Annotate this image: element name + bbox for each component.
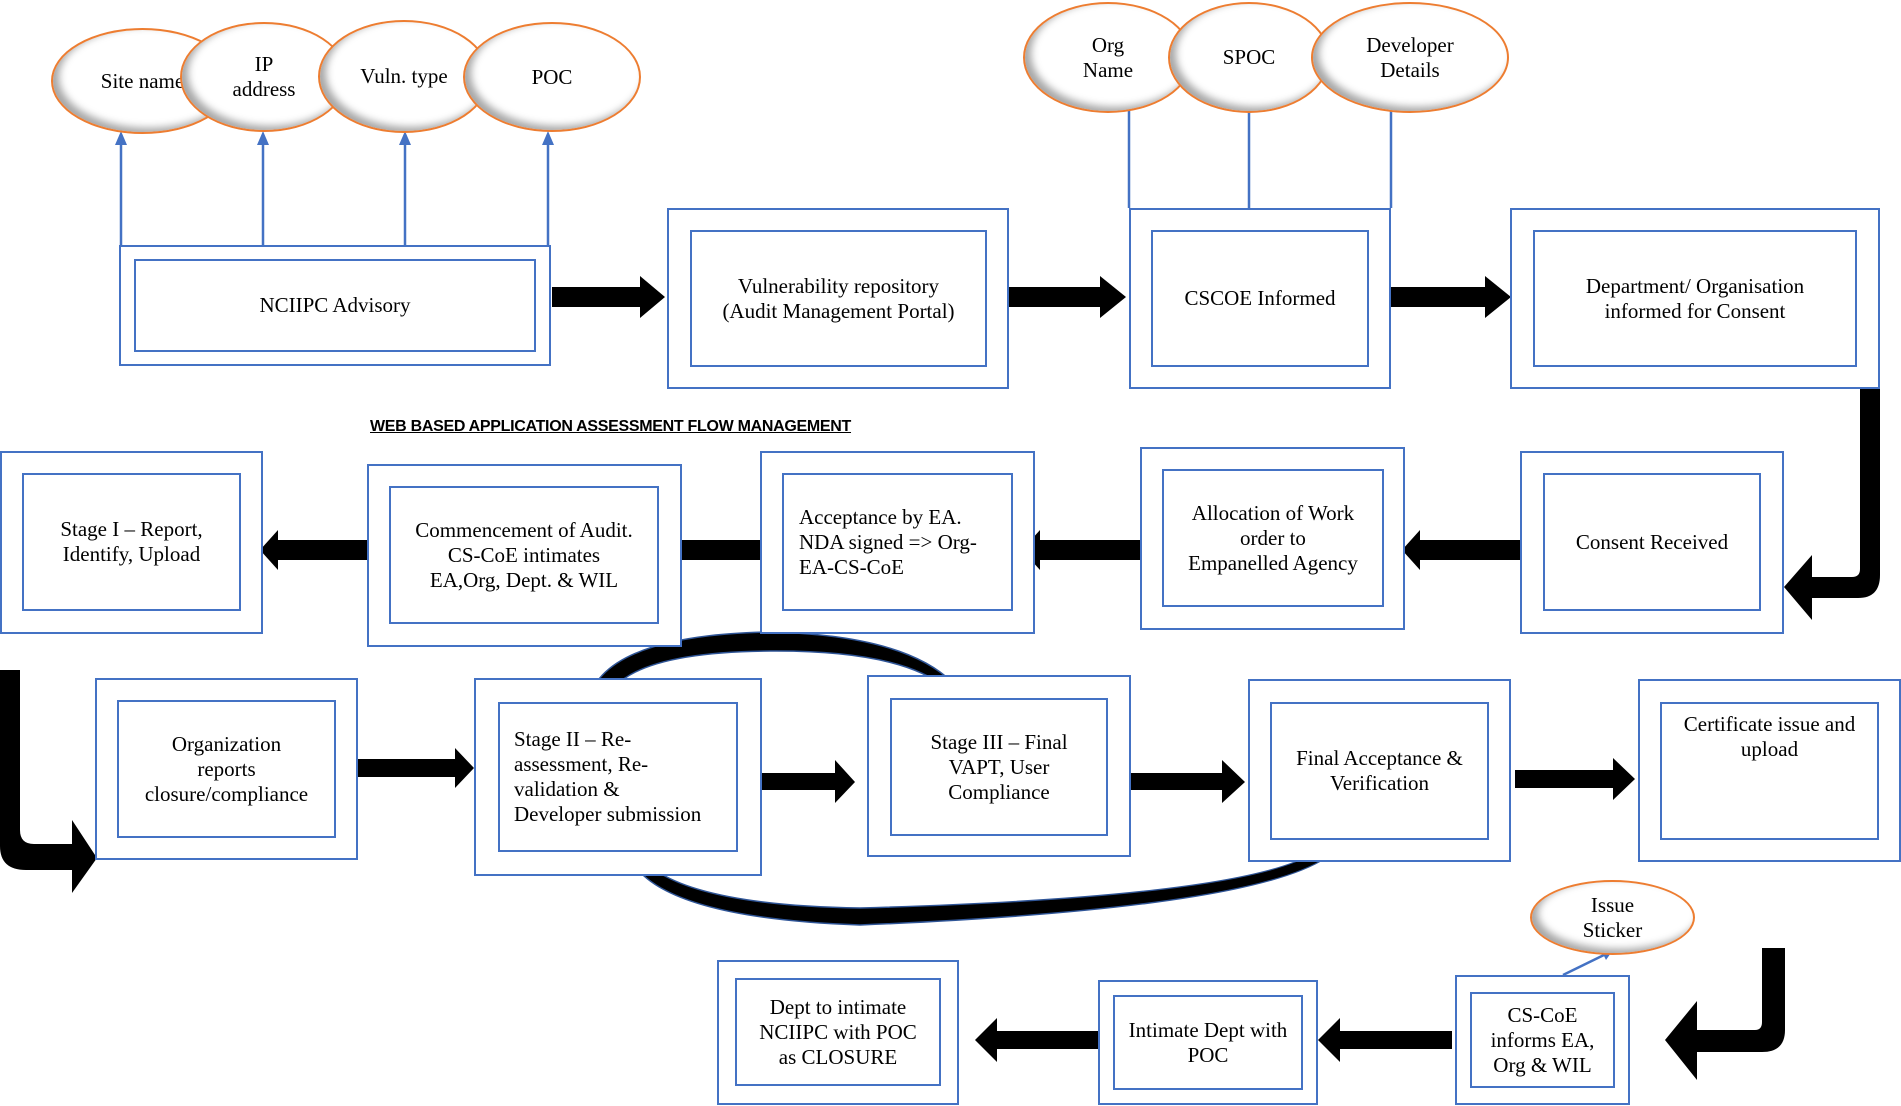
step-certificate-label: Certificate issue and upload <box>1683 712 1856 761</box>
arrow-stage2-to-stage3 <box>737 760 855 803</box>
oval-developer-details: Developer Details <box>1311 2 1509 113</box>
step-org-reports-inner: Organization reports closure/compliance <box>117 700 336 838</box>
oval-poc: POC <box>463 22 641 132</box>
step-acceptance-label: Acceptance by EA. NDA signed => Org- EA-… <box>799 504 977 579</box>
oval-org-name: Org Name <box>1023 2 1193 113</box>
arrowhead-site-name <box>115 131 127 145</box>
step-commencement-inner: Commencement of Audit. CS-CoE intimates … <box>389 486 659 624</box>
oval-developer-details-label: Developer Details <box>1366 32 1454 82</box>
arrow-final-to-certificate <box>1515 758 1635 800</box>
step-allocation-label: Allocation of Work order to Empanelled A… <box>1188 500 1358 575</box>
step-consent-received-inner: Consent Received <box>1543 473 1761 611</box>
oval-ip-address-label: IP address <box>232 52 296 101</box>
arrow-certificate-to-cscoe-informs <box>1665 948 1785 1080</box>
arrowhead-ip-address <box>257 131 269 145</box>
connector-issue-sticker <box>1562 951 1609 977</box>
step-stage2-inner: Stage II – Re- assessment, Re- validatio… <box>498 702 738 852</box>
advisory-connectors <box>119 135 550 245</box>
step-intimate-dept-label: Intimate Dept with POC <box>1128 1017 1288 1067</box>
oval-spoc: SPOC <box>1168 2 1330 113</box>
step-nciipc-advisory-inner: NCIIPC Advisory <box>134 259 536 352</box>
step-stage1-inner: Stage I – Report, Identify, Upload <box>22 473 241 611</box>
step-allocation-inner: Allocation of Work order to Empanelled A… <box>1162 469 1384 607</box>
oval-vuln-type-label: Vuln. type <box>360 64 448 88</box>
step-certificate-inner: Certificate issue and upload <box>1660 702 1879 840</box>
step-dept-consent-label: Department/ Organisation informed for Co… <box>1585 273 1805 323</box>
step-acceptance-inner: Acceptance by EA. NDA signed => Org- EA-… <box>782 473 1013 611</box>
arrowhead-poc <box>542 131 554 145</box>
arrow-cscoe-to-dept <box>1391 276 1511 318</box>
step-dept-closure-inner: Dept to intimate NCIIPC with POC as CLOS… <box>735 978 941 1086</box>
step-dept-closure-label: Dept to intimate NCIIPC with POC as CLOS… <box>759 994 917 1069</box>
oval-issue-sticker-label: Issue Sticker <box>1582 892 1643 942</box>
step-cscoe-informs-label: CS-CoE informs EA, Org & WIL <box>1490 1002 1595 1077</box>
oval-org-name-label: Org Name <box>1082 32 1134 82</box>
step-org-reports-label: Organization reports closure/compliance <box>144 731 309 806</box>
step-final-acceptance-label: Final Acceptance & Verification <box>1296 746 1463 795</box>
step-commencement-label: Commencement of Audit. CS-CoE intimates … <box>415 517 633 592</box>
step-vuln-repository-inner: Vulnerability repository (Audit Manageme… <box>690 230 987 367</box>
oval-vuln-type: Vuln. type <box>318 20 490 133</box>
step-stage3-label: Stage III – Final VAPT, User Compliance <box>930 729 1068 804</box>
step-cscoe-informs-inner: CS-CoE informs EA, Org & WIL <box>1470 992 1615 1088</box>
arrow-consent-to-allocation <box>1402 530 1522 570</box>
diagram-title: WEB BASED APPLICATION ASSESSMENT FLOW MA… <box>370 418 852 435</box>
oval-poc-label: POC <box>531 64 573 89</box>
oval-site-name-label: Site name <box>100 68 185 93</box>
arrow-stage1-to-org-reports <box>0 670 97 893</box>
oval-spoc-label: SPOC <box>1222 45 1276 69</box>
step-final-acceptance-inner: Final Acceptance & Verification <box>1270 702 1489 840</box>
arrow-stage3-to-final <box>1124 760 1245 803</box>
arrowhead-vuln-type <box>399 131 411 145</box>
step-dept-consent-inner: Department/ Organisation informed for Co… <box>1533 230 1857 367</box>
oval-issue-sticker: Issue Sticker <box>1530 880 1695 955</box>
arrow-org-reports-to-stage2 <box>357 748 474 788</box>
step-consent-received-label: Consent Received <box>1575 529 1729 554</box>
step-cscoe-informed-label: CSCOE Informed <box>1184 286 1336 310</box>
arrow-intimate-to-closure <box>975 1018 1100 1062</box>
arrow-repository-to-cscoe <box>1009 276 1126 318</box>
step-cscoe-informed-inner: CSCOE Informed <box>1151 230 1369 367</box>
step-nciipc-advisory-label: NCIIPC Advisory <box>259 293 411 317</box>
arrow-dept-to-consent <box>1784 388 1880 620</box>
step-vuln-repository-label: Vulnerability repository (Audit Manageme… <box>722 273 955 323</box>
arrow-cscoe-informs-to-intimate <box>1318 1018 1452 1062</box>
cscoe-connectors <box>1127 100 1393 208</box>
arrow-allocation-to-acceptance <box>1022 530 1141 570</box>
step-stage2-label: Stage II – Re- assessment, Re- validatio… <box>514 727 702 826</box>
step-stage3-inner: Stage III – Final VAPT, User Compliance <box>890 698 1108 836</box>
arrow-advisory-to-repository <box>552 276 665 318</box>
step-intimate-dept-inner: Intimate Dept with POC <box>1113 995 1303 1090</box>
step-stage1-label: Stage I – Report, Identify, Upload <box>60 517 203 566</box>
arrow-commencement-to-stage1 <box>260 530 380 570</box>
